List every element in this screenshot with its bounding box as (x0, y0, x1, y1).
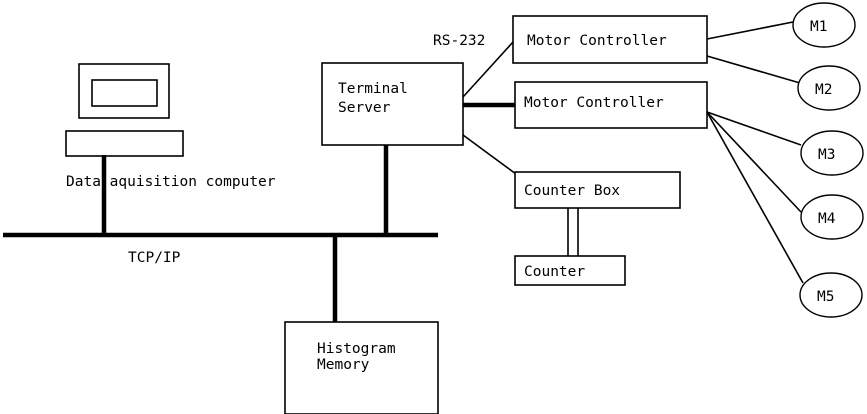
motor-m4-ellipse (800, 194, 864, 240)
motor-m2-ellipse (797, 65, 861, 111)
rs232-label: RS-232 (433, 33, 485, 49)
terminal-server-label-line2: Server (338, 100, 391, 116)
motor-m5-label: M5 (817, 289, 834, 305)
motor-controller-1-to-m2-link (706, 55, 801, 84)
motor-controller-2-to-m5-link (706, 111, 804, 284)
counter-box-box (514, 171, 681, 209)
counter-label: Counter (524, 264, 585, 280)
motor-m3-ellipse (800, 130, 864, 176)
motor-m2-label: M2 (815, 82, 832, 98)
motor-m5-ellipse (799, 272, 863, 318)
motor-controller-2-label: Motor Controller (524, 95, 664, 111)
motor-controller-2-to-m4-link (706, 111, 802, 213)
motor-controller-2-box (514, 81, 708, 129)
motor-controller-1-to-m1-link (706, 21, 794, 40)
counter-box (514, 255, 626, 286)
histogram-memory-label-line1: Histogram (317, 341, 396, 357)
motor-controller-2-to-m3-link (706, 111, 802, 146)
terminal-server-to-motor-controller-1-link (462, 41, 514, 98)
motor-controller-1-label: Motor Controller (527, 33, 667, 49)
histogram-memory-label-line2: Memory (317, 357, 370, 373)
tcpip-label: TCP/IP (128, 250, 181, 266)
data-acquisition-computer-label: Data aquisition computer (66, 174, 276, 190)
motor-m1-label: M1 (810, 19, 827, 35)
motor-m4-label: M4 (818, 211, 836, 227)
motor-m3-label: M3 (818, 147, 835, 163)
terminal-server-to-counter-box-link (462, 134, 521, 178)
computer-base (65, 130, 184, 157)
histogram-memory-box (284, 321, 439, 414)
motor-m1-ellipse (792, 2, 856, 48)
terminal-server-label-line1: Terminal (338, 81, 408, 97)
terminal-server-box (321, 62, 464, 146)
computer-monitor-screen (91, 79, 158, 107)
counter-box-label: Counter Box (524, 183, 620, 199)
motor-controller-1-box (512, 15, 708, 64)
